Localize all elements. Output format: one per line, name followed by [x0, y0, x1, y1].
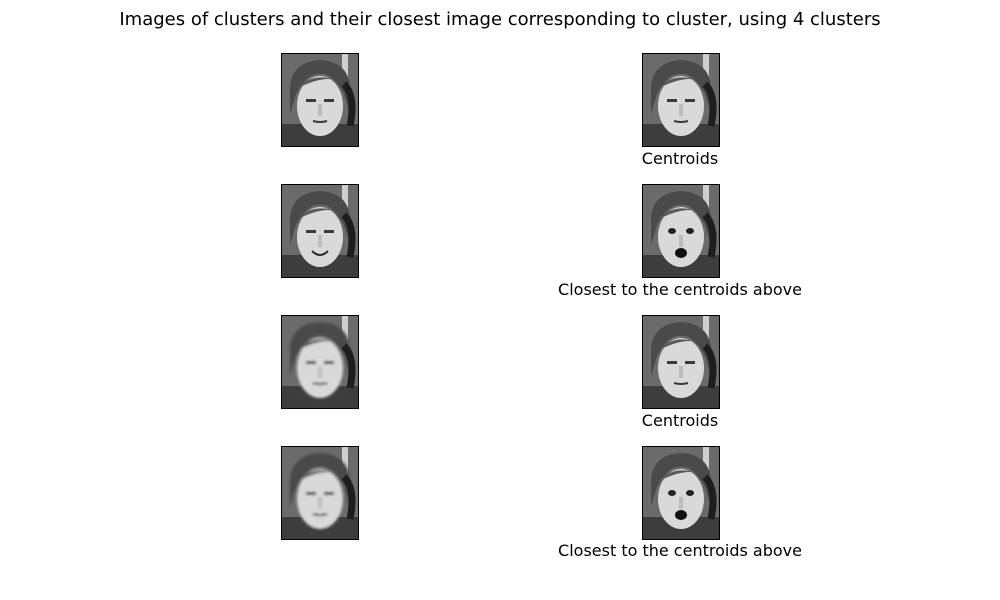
centroid-image-1	[642, 53, 720, 147]
cluster-image-2	[281, 184, 359, 278]
cluster-image-1	[281, 53, 359, 147]
closest-image-1	[642, 184, 720, 278]
caption-closest-1: Closest to the centroids above	[558, 280, 802, 299]
cluster-image-4	[281, 446, 359, 540]
closest-image-2	[642, 446, 720, 540]
caption-closest-2: Closest to the centroids above	[558, 541, 802, 560]
centroid-image-2	[642, 315, 720, 409]
caption-centroids-2: Centroids	[641, 411, 719, 430]
cluster-image-3	[281, 315, 359, 409]
caption-centroids-1: Centroids	[641, 149, 719, 168]
figure-title: Images of clusters and their closest ima…	[119, 9, 881, 30]
